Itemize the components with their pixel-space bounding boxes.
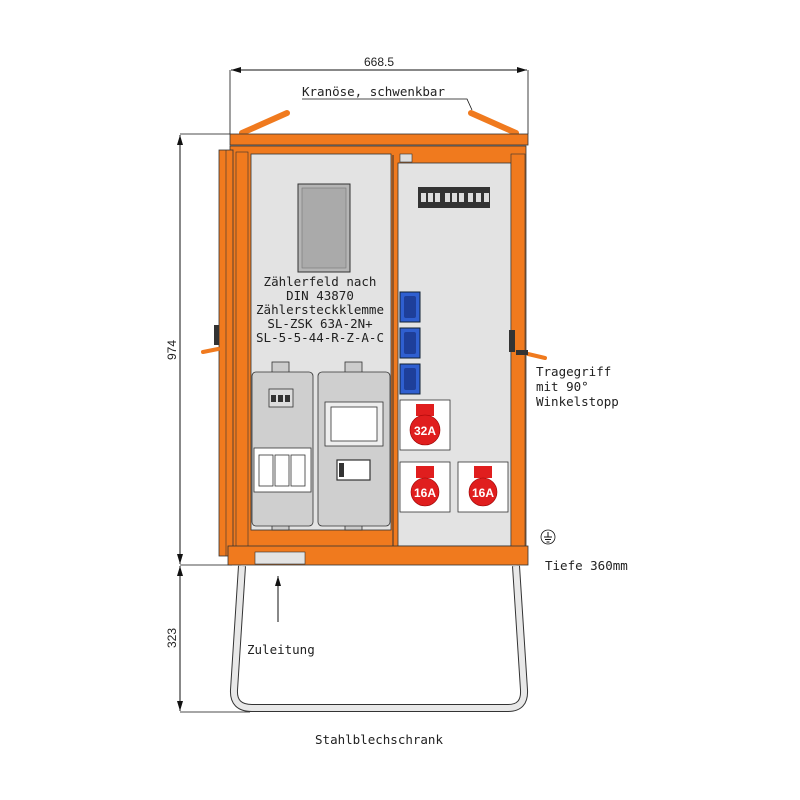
drawing-title: Stahlblechschrank: [315, 732, 443, 747]
width-dimension: 668.5: [229, 55, 529, 134]
meter-field-text: Zählerfeld nach DIN 43870 Zählersteckkle…: [256, 274, 384, 345]
main-switch-box: [251, 361, 314, 531]
svg-text:mit 90°: mit 90°: [536, 379, 589, 394]
circuit-breakers: [418, 187, 490, 208]
svg-text:SL-5-5-44-R-Z-A-C: SL-5-5-44-R-Z-A-C: [256, 330, 384, 345]
schuko-socket-2[interactable]: [399, 327, 421, 359]
supply-label: Zuleitung: [247, 642, 315, 657]
svg-text:Zählersteckklemme: Zählersteckklemme: [256, 302, 384, 317]
svg-text:16A: 16A: [472, 486, 494, 500]
depth-label: Tiefe 360mm: [545, 558, 628, 573]
door-handle-left[interactable]: [214, 325, 219, 345]
svg-text:Zählerfeld nach: Zählerfeld nach: [264, 274, 377, 289]
ground-icon: [540, 529, 556, 545]
width-value: 668.5: [364, 55, 394, 69]
svg-text:DIN 43870: DIN 43870: [286, 288, 354, 303]
svg-text:32A: 32A: [414, 424, 436, 438]
meter-box: [317, 361, 391, 531]
crane-eye-label: Kranöse, schwenkbar: [302, 84, 445, 99]
svg-text:Winkelstopp: Winkelstopp: [536, 394, 619, 409]
svg-text:Tragegriff: Tragegriff: [536, 364, 611, 379]
svg-text:SL-ZSK 63A-2N+: SL-ZSK 63A-2N+: [267, 316, 372, 331]
crane-eye-right: [468, 110, 519, 136]
stand-frame: [229, 565, 529, 712]
crane-eye-left: [239, 110, 290, 136]
cee-socket-16a-right[interactable]: 16A: [457, 461, 509, 513]
roof: [229, 133, 529, 146]
schuko-socket-3[interactable]: [399, 363, 421, 395]
svg-text:16A: 16A: [414, 486, 436, 500]
stand-height-value: 323: [165, 628, 179, 648]
height-value: 974: [165, 340, 179, 360]
handle-label: Tragegriff mit 90° Winkelstopp: [536, 364, 619, 409]
schuko-socket-1[interactable]: [399, 291, 421, 323]
height-dimension: 974 323: [165, 133, 250, 713]
door-handle-right[interactable]: [509, 330, 515, 352]
cee-socket-16a-left[interactable]: 16A: [399, 461, 451, 513]
cee-socket-32a[interactable]: 32A: [399, 399, 451, 451]
